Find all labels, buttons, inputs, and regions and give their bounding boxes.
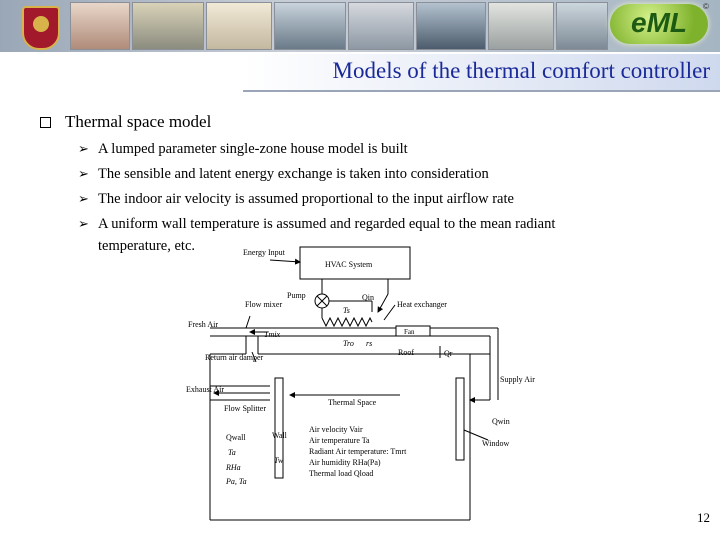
main-bullet-text: Thermal space model bbox=[65, 112, 212, 131]
page-number: 12 bbox=[697, 510, 710, 525]
return-air-damper bbox=[251, 351, 257, 363]
arrow-bullet-icon: ➢ bbox=[78, 217, 89, 232]
energy-input-arrow bbox=[269, 258, 301, 265]
sub-bullet: ➢ A lumped parameter single-zone house mo… bbox=[78, 141, 408, 158]
sub-bullet-continuation: temperature, etc. bbox=[98, 238, 196, 254]
qin-label: Qin bbox=[362, 293, 374, 302]
qwall-label: Qwall bbox=[226, 433, 246, 442]
header-photo bbox=[274, 2, 346, 50]
supply-air-label: Supply Air bbox=[500, 375, 535, 384]
header-photo bbox=[556, 2, 608, 50]
pump-label: Pump bbox=[287, 291, 306, 300]
header-banner bbox=[0, 0, 720, 52]
header-photo bbox=[348, 2, 414, 50]
return-air-damper-label: Return air damper bbox=[205, 353, 264, 362]
hvac-system-label: HVAC System bbox=[325, 260, 373, 269]
checkbox-bullet-icon bbox=[40, 117, 51, 128]
heat-exchanger-coil bbox=[321, 316, 373, 328]
copyright-mark: © bbox=[703, 2, 709, 11]
university-crest-logo bbox=[22, 6, 60, 50]
heat-exchanger-label: Heat exchanger bbox=[397, 300, 447, 309]
air-velocity-label: Air velocity Vair bbox=[309, 425, 363, 434]
pump-cross bbox=[316, 295, 328, 307]
tmix-label: Tmix bbox=[264, 330, 280, 339]
arrow-bullet-icon: ➢ bbox=[78, 192, 89, 207]
fan-label: Fan bbox=[404, 328, 415, 336]
air-humidity-label: Air humidity RHa(Pa) bbox=[309, 458, 381, 467]
ta-label: Ta bbox=[228, 448, 236, 457]
sub-bullet-text: A lumped parameter single-zone house mod… bbox=[98, 141, 408, 157]
wall-label: Wall bbox=[272, 431, 288, 440]
header-photo bbox=[70, 2, 130, 50]
main-bullet: Thermal space model bbox=[40, 112, 211, 132]
sub-bullet: ➢ The sensible and latent energy exchange… bbox=[78, 166, 489, 183]
rs-label: rs bbox=[366, 339, 372, 348]
sub-bullet: ➢ A uniform wall temperature is assumed a… bbox=[78, 216, 555, 233]
arrow-bullet-icon: ➢ bbox=[78, 167, 89, 182]
exhaust-air-label: Exhaust Air bbox=[186, 385, 224, 394]
radiant-air-temperature-label: Radiant Air temperature: Tmrt bbox=[309, 447, 407, 456]
fan-box bbox=[395, 325, 431, 337]
energy-input-label: Energy Input bbox=[243, 248, 286, 257]
wall-rect bbox=[274, 377, 284, 479]
header-photo bbox=[206, 2, 272, 50]
sub-bullet: ➢ The indoor air velocity is assumed prop… bbox=[78, 191, 514, 208]
thermal-space-label: Thermal Space bbox=[328, 398, 377, 407]
flow-mixer-label: Flow mixer bbox=[245, 300, 282, 309]
qwin-label: Qwin bbox=[492, 417, 510, 426]
title-bar: Models of the thermal comfort controller bbox=[243, 54, 720, 92]
header-photo bbox=[488, 2, 554, 50]
slide-title: Models of the thermal comfort controller bbox=[332, 58, 710, 83]
qin-arrow bbox=[377, 293, 389, 313]
roof-label: Roof bbox=[398, 348, 414, 357]
window-pointer bbox=[463, 429, 489, 441]
sub-bullet-text: A uniform wall temperature is assumed an… bbox=[98, 216, 556, 232]
header-photo bbox=[132, 2, 204, 50]
window-label: Window bbox=[482, 439, 509, 448]
pa-ta-label: Pa, Ta bbox=[225, 477, 247, 486]
header-photo bbox=[416, 2, 486, 50]
ts-label: Ts bbox=[343, 306, 350, 315]
sub-bullet-text: The sensible and latent energy exchange … bbox=[98, 166, 489, 182]
tro-label: Tro bbox=[343, 339, 354, 348]
rha-label: RHa bbox=[225, 463, 241, 472]
eml-logo-text: eML bbox=[631, 7, 687, 38]
heat-exchanger-pointer bbox=[383, 304, 396, 321]
flow-mixer-pointer bbox=[245, 315, 251, 329]
thermal-load-label: Thermal load Qload bbox=[309, 469, 373, 478]
eml-logo: eML bbox=[610, 4, 708, 44]
fresh-air-label: Fresh Air bbox=[188, 320, 218, 329]
arrow-bullet-icon: ➢ bbox=[78, 142, 89, 157]
air-temperature-label: Air temperature Ta bbox=[309, 436, 370, 445]
window-rect bbox=[455, 377, 465, 461]
qr-label: Qr bbox=[444, 349, 453, 358]
sub-bullet-text: The indoor air velocity is assumed propo… bbox=[98, 191, 514, 207]
tw-label: Tw bbox=[274, 456, 284, 465]
flow-splitter-label: Flow Splitter bbox=[224, 404, 266, 413]
